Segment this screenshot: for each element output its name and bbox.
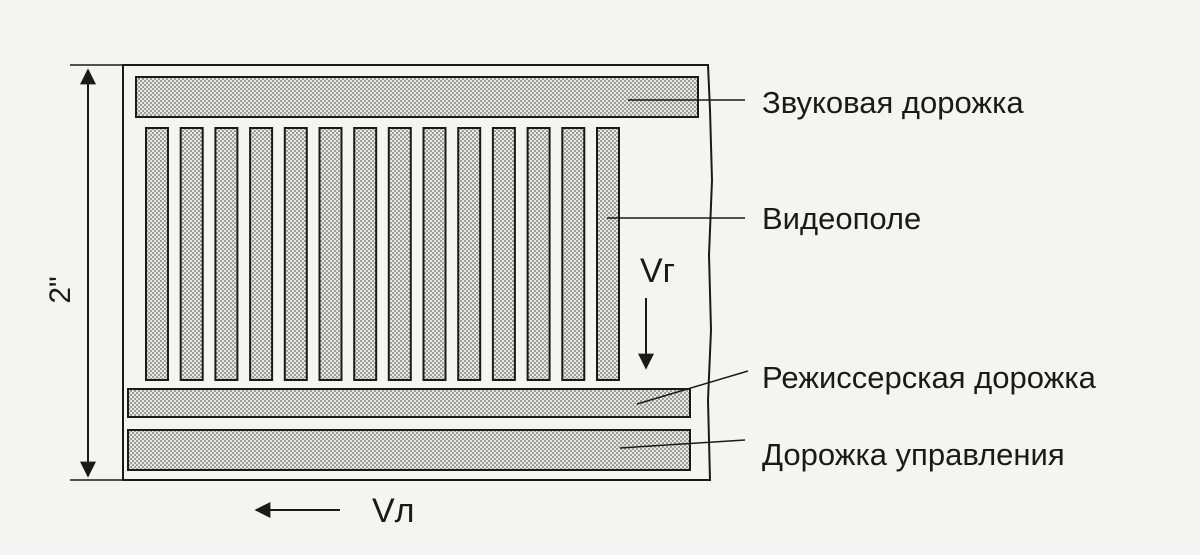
video-stripe xyxy=(491,127,516,381)
video-field-label: Видеополе xyxy=(762,201,921,236)
video-stripe xyxy=(526,127,551,381)
video-stripe xyxy=(145,127,169,381)
video-stripe xyxy=(283,127,308,381)
video-stripe xyxy=(422,127,447,381)
video-stripe xyxy=(318,127,343,381)
video-stripe xyxy=(353,127,378,381)
control-track-label: Дорожка управления xyxy=(762,437,1065,472)
video-stripe xyxy=(561,127,586,381)
cue-track xyxy=(127,388,691,418)
cue-track-label: Режиссерская дорожка xyxy=(762,360,1097,395)
control-track-leader xyxy=(619,439,746,449)
audio-track xyxy=(135,76,699,118)
audio-track-label: Звуковая дорожка xyxy=(762,85,1024,120)
video-stripe xyxy=(457,127,482,381)
tape-width-dimension: 2" xyxy=(44,64,123,481)
video-field xyxy=(145,127,620,381)
video-stripe xyxy=(596,127,620,381)
video-stripe xyxy=(214,127,239,381)
tape-outline xyxy=(122,64,714,481)
tape-width-label: 2" xyxy=(44,276,77,303)
head-velocity-label: Vг xyxy=(640,252,675,290)
video-stripe xyxy=(249,127,274,381)
control-track xyxy=(127,429,691,471)
tape-velocity-label: Vл xyxy=(372,492,415,530)
cue-track-leader xyxy=(636,370,749,405)
video-stripe xyxy=(179,127,204,381)
video-stripe xyxy=(387,127,412,381)
